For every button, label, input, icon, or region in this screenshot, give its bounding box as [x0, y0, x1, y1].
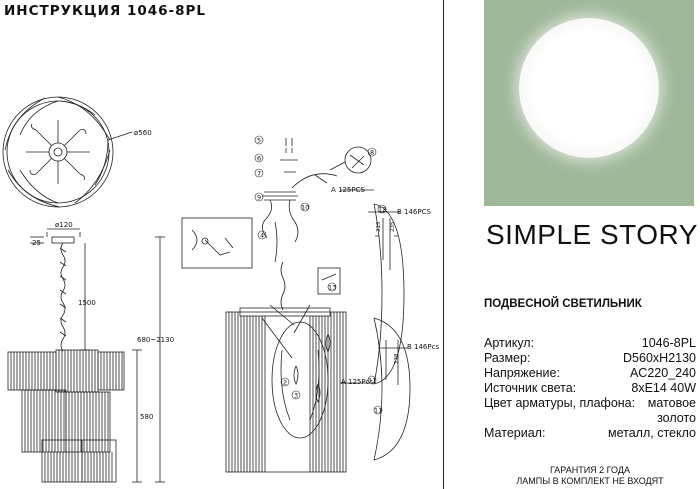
spec-value: AC220_240 [629, 366, 696, 380]
diameter-canopy-label: ø120 [55, 221, 73, 229]
brand-logo: SIMPLE STORY [486, 219, 698, 251]
instruction-title: ИНСТРУКЦИЯ 1046-8PL [4, 3, 207, 19]
brand-part1: SIMPLE [486, 219, 592, 250]
top-view-drawing [2, 96, 133, 208]
dimension-580-label: 580 [140, 413, 153, 421]
spec-value: 1046-8PL [641, 336, 696, 350]
part-number-10: 10 [301, 204, 309, 212]
part-number-8: 8 [370, 149, 374, 157]
spec-value: металл, стекло [608, 426, 696, 440]
warranty-line: ГАРАНТИЯ 2 ГОДА [550, 465, 630, 475]
spec-label: Цвет арматуры, плафона: [484, 396, 636, 410]
part-number-3: 3 [294, 392, 298, 400]
vertical-divider [443, 0, 444, 489]
part-number-11a: 11 [368, 377, 376, 385]
spec-value: матовое [647, 396, 696, 410]
spec-value: 8xE14 40W [631, 381, 696, 395]
dimension-range-label: 680~2130 [137, 336, 174, 344]
diameter-top-label: ø560 [134, 129, 152, 137]
part-number-4: 4 [260, 232, 264, 240]
part-number-5: 5 [257, 137, 261, 145]
dimension-315-label: 315 [376, 221, 382, 232]
front-view-drawing [7, 228, 165, 483]
part-number-7: 7 [257, 170, 261, 178]
part-b-label-bottom: B 146Pcs [407, 343, 439, 351]
part-a-label-bottom: A 125Pcs [341, 378, 373, 386]
product-type: ПОДВЕСНОЙ СВЕТИЛЬНИК [484, 298, 642, 310]
assembly-drawing [181, 138, 411, 473]
technical-drawing: 5 6 7 9 10 4 8 12 11 11 13 2 3 ø560 ø120… [2, 96, 439, 483]
lamps-not-included-line: ЛАМПЫ В КОМПЛЕКТ НЕ ВХОДЯТ [516, 476, 664, 486]
spec-label: Размер: [484, 351, 531, 365]
spec-label: Источник света: [484, 381, 577, 395]
spec-label: Артикул: [484, 336, 535, 350]
spec-value: золото [657, 411, 696, 425]
part-number-12: 12 [378, 206, 386, 214]
dimension-1500-label: 1500 [78, 299, 96, 307]
part-number-9: 9 [257, 194, 261, 202]
part-number-11b: 11 [374, 407, 382, 415]
part-number-6: 6 [257, 155, 261, 163]
spec-value: D560xH2130 [623, 351, 696, 365]
brand-part2: STORY [599, 219, 698, 250]
part-a-label-top: A 125PCS [331, 186, 365, 194]
spec-label: Материал: [484, 426, 546, 440]
spec-label: Напряжение: [484, 366, 560, 380]
part-number-13: 13 [328, 284, 336, 292]
part-b-label-top: B 146PCS [397, 208, 431, 216]
globe-lamp-image [519, 18, 659, 158]
dimension-25-label: 25 [32, 239, 41, 247]
dimension-238-label: 238 [394, 353, 400, 364]
warranty-note: ГАРАНТИЯ 2 ГОДА ЛАМПЫ В КОМПЛЕКТ НЕ ВХОД… [484, 465, 696, 487]
dimension-235-label: 235 [390, 221, 396, 232]
part-number-2: 2 [283, 379, 287, 387]
